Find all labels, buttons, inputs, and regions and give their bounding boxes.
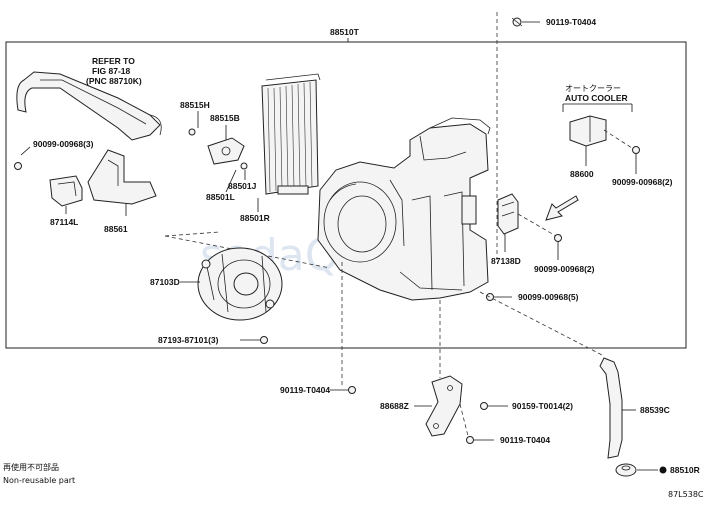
label-90099-00968-2b: 90099-00968(2) <box>534 264 595 274</box>
label-87114L: 87114L <box>50 217 78 227</box>
screw-88600 <box>632 146 640 154</box>
label-88501J: 88501J <box>228 181 257 191</box>
label-88501L: 88501L <box>206 192 235 202</box>
bracket-88561 <box>87 149 157 205</box>
auto-cooler-en: AUTO COOLER <box>565 93 628 103</box>
label-90099-00968-5: 90099-00968(5) <box>518 292 579 302</box>
blower-unit-housing <box>317 117 491 301</box>
packing-88510R <box>615 463 637 477</box>
servo-87138D <box>497 193 519 235</box>
diagram-code: 87L538C <box>668 490 704 499</box>
label-90159-T0014-2: 90159-T0014(2) <box>512 401 573 411</box>
screw-88688Z <box>480 402 488 410</box>
label-87138D: 87138D <box>491 256 521 266</box>
blower-motor-87103D <box>197 247 283 321</box>
label-88515H: 88515H <box>180 100 210 110</box>
label-88510T: 88510T <box>330 27 360 37</box>
o-ring-88501L <box>240 162 248 170</box>
label-88688Z: 88688Z <box>380 401 409 411</box>
refer-line1: REFER TO <box>92 56 135 66</box>
bolt-top <box>511 17 523 27</box>
legend-jp: 再使用不可部品 <box>3 462 59 472</box>
label-87103D: 87103D <box>150 277 180 287</box>
label-90099-00968-2a: 90099-00968(2) <box>612 177 673 187</box>
label-90119-T0404-top: 90119-T0404 <box>546 17 596 27</box>
label-87193-87101-3: 87193-87101(3) <box>158 335 219 345</box>
drain-hose-88539C <box>599 357 623 459</box>
label-88510R: 88510R <box>670 465 700 475</box>
label-88561: 88561 <box>104 224 128 234</box>
screw-housing <box>486 293 494 301</box>
bracket-87114L <box>49 175 83 207</box>
air-duct-hose <box>16 71 162 141</box>
screw-87138D <box>554 234 562 242</box>
refer-line2: FIG 87-18 <box>92 66 131 76</box>
label-88600: 88600 <box>570 169 594 179</box>
o-ring-88515H <box>188 128 196 136</box>
label-90099-00968-3: 90099-00968(3) <box>33 139 94 149</box>
assembly-frame <box>5 41 687 349</box>
refer-line3: (PNC 88710K) <box>86 76 142 86</box>
legend-en: Non-reusable part <box>3 476 75 485</box>
label-88501R: 88501R <box>240 213 270 223</box>
label-90119-T0404-low: 90119-T0404 <box>500 435 550 445</box>
label-90119-T0404-bottom: 90119-T0404 <box>280 385 330 395</box>
expansion-block <box>207 137 245 165</box>
auto-cooler-jp: オートクーラー <box>565 84 621 93</box>
screw-left <box>14 162 22 170</box>
evaporator-core <box>261 73 321 195</box>
amplifier-88600 <box>569 115 607 147</box>
bolt-low <box>466 436 474 444</box>
label-88515B: 88515B <box>210 113 240 123</box>
bolt-bottom <box>348 386 356 394</box>
non-reusable-marker <box>659 466 667 474</box>
screw-motor <box>260 336 268 344</box>
bracket-88688Z <box>425 375 463 437</box>
direction-arrow <box>545 195 579 221</box>
label-88539C: 88539C <box>640 405 670 415</box>
